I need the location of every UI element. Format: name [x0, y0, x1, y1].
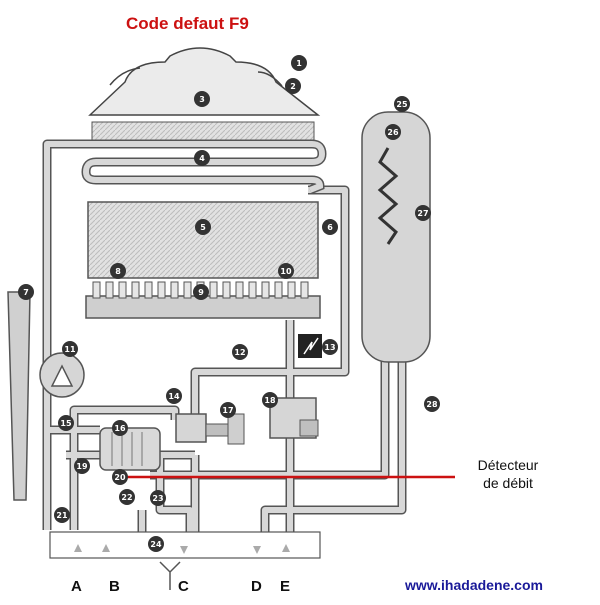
marker-8: 8	[110, 263, 126, 279]
website-link[interactable]: www.ihadadene.com	[405, 577, 543, 593]
marker-14: 14	[166, 388, 182, 404]
svg-text:12: 12	[234, 348, 245, 357]
svg-text:24: 24	[150, 540, 162, 549]
marker-21: 21	[54, 507, 70, 523]
svg-text:14: 14	[168, 392, 180, 401]
marker-4: 4	[194, 150, 210, 166]
svg-text:20: 20	[114, 473, 126, 482]
marker-17: 17	[220, 402, 236, 418]
marker-22: 22	[119, 489, 135, 505]
svg-text:22: 22	[121, 493, 132, 502]
marker-25: 25	[394, 96, 410, 112]
port-d-label: D	[251, 578, 262, 595]
marker-16: 16	[112, 420, 128, 436]
svg-text:6: 6	[327, 223, 333, 232]
marker-2: 2	[285, 78, 301, 94]
marker-18: 18	[262, 392, 278, 408]
marker-10: 10	[278, 263, 294, 279]
marker-13: 13	[322, 339, 338, 355]
combustion-chamber	[87, 201, 319, 279]
marker-3: 3	[194, 91, 210, 107]
port-c-label: C	[178, 578, 189, 595]
marker-24: 24	[148, 536, 164, 552]
svg-text:10: 10	[280, 267, 292, 276]
marker-5: 5	[195, 219, 211, 235]
marker-28: 28	[424, 396, 440, 412]
flue-hood	[88, 47, 321, 116]
marker-27: 27	[415, 205, 431, 221]
svg-text:9: 9	[198, 288, 204, 297]
marker-6: 6	[322, 219, 338, 235]
marker-23: 23	[150, 490, 166, 506]
annotation-line-1: Détecteur	[477, 457, 539, 473]
diverter-valve	[175, 413, 245, 445]
ignition-box	[298, 334, 322, 358]
svg-text:17: 17	[222, 406, 233, 415]
circulation-pump	[39, 352, 85, 398]
marker-11: 11	[62, 341, 78, 357]
svg-text:13: 13	[324, 343, 335, 352]
marker-9: 9	[193, 284, 209, 300]
plate-exchanger	[99, 427, 161, 471]
marker-19: 19	[74, 458, 90, 474]
flow-detector-annotation: Détecteur de débit	[458, 456, 558, 492]
markers: 1 2 3 4 5 6 7 8 9 10 11 12 13 14 15 16 1…	[18, 55, 440, 552]
heat-exchanger	[81, 121, 327, 195]
port-e-label: E	[280, 578, 291, 595]
svg-text:1: 1	[296, 59, 302, 68]
gas-valve	[269, 397, 319, 439]
expansion-vessel	[7, 291, 31, 501]
annotation-line-2: de débit	[483, 475, 533, 491]
expansion-tank	[361, 111, 431, 363]
marker-26: 26	[385, 124, 401, 140]
svg-text:27: 27	[417, 209, 428, 218]
marker-1: 1	[291, 55, 307, 71]
svg-text:18: 18	[264, 396, 276, 405]
svg-text:23: 23	[152, 494, 163, 503]
connection-frame	[49, 531, 321, 559]
svg-text:19: 19	[76, 462, 88, 471]
svg-text:8: 8	[115, 267, 121, 276]
svg-text:25: 25	[396, 100, 408, 109]
marker-15: 15	[58, 415, 74, 431]
svg-text:15: 15	[60, 419, 72, 428]
svg-text:11: 11	[64, 345, 76, 354]
svg-text:21: 21	[56, 511, 68, 520]
port-a-label: A	[71, 578, 82, 595]
diagram-title: Code defaut F9	[126, 14, 249, 33]
svg-text:28: 28	[426, 400, 438, 409]
svg-text:26: 26	[387, 128, 399, 137]
svg-text:3: 3	[199, 95, 205, 104]
port-b-label: B	[109, 578, 120, 595]
svg-text:5: 5	[200, 223, 206, 232]
svg-text:2: 2	[290, 82, 296, 91]
marker-20: 20	[112, 469, 128, 485]
marker-7: 7	[18, 284, 34, 300]
svg-text:4: 4	[199, 154, 205, 163]
svg-text:7: 7	[23, 288, 29, 297]
svg-text:16: 16	[114, 424, 126, 433]
marker-12: 12	[232, 344, 248, 360]
